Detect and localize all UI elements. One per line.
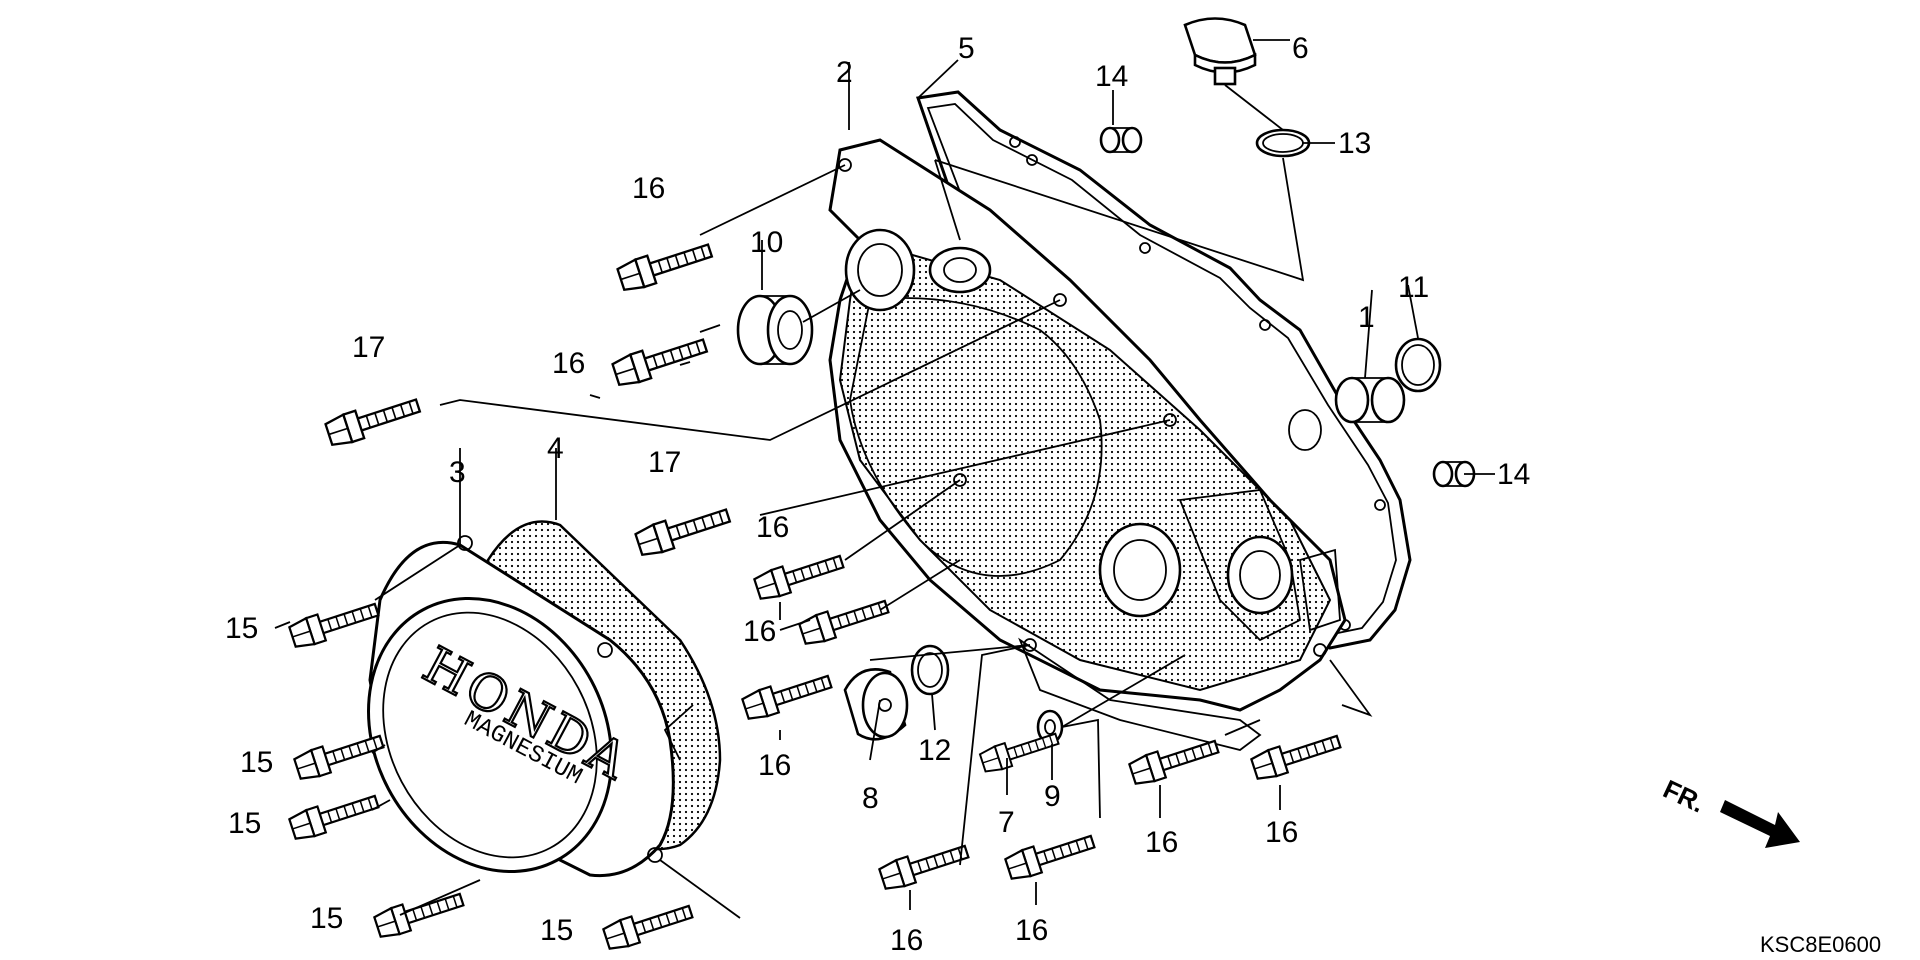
bolt-16-c — [752, 547, 847, 603]
label-16-b: 16 — [552, 347, 585, 380]
bolt-17-b — [633, 500, 734, 560]
oil-seal-10 — [736, 294, 814, 366]
filler-cap-6 — [1183, 17, 1257, 86]
svg-text:FR.: FR. — [1659, 774, 1710, 819]
bolt-16-d — [797, 592, 892, 648]
bolt-16-b — [610, 330, 711, 390]
drain-plug-8 — [843, 668, 909, 741]
front-direction-arrow: FR. — [1659, 774, 1800, 848]
clutch-cover-2 — [828, 138, 1347, 751]
label-15-e: 15 — [540, 914, 573, 947]
label-16-g: 16 — [1015, 914, 1048, 947]
dowel-pin-14-top — [1099, 126, 1143, 154]
bolt-17-a — [323, 390, 424, 450]
label-4: 4 — [547, 432, 564, 465]
bolt-15-c — [287, 787, 382, 843]
label-16-c: 16 — [756, 511, 789, 544]
bolt-15-a — [287, 595, 382, 651]
label-16-i: 16 — [1265, 816, 1298, 849]
label-8: 8 — [862, 782, 879, 815]
diagram-code: KSC8E0600 — [1760, 932, 1881, 957]
label-15-b: 15 — [240, 746, 273, 779]
label-10: 10 — [750, 226, 783, 259]
bolt-15-d — [372, 885, 467, 941]
label-5: 5 — [958, 32, 975, 65]
ignition-cover-3: HONDA MAGNESIUM — [367, 535, 675, 878]
o-ring-11 — [1394, 337, 1442, 393]
label-9: 9 — [1044, 780, 1061, 813]
part-labels: 1 2 3 4 5 6 7 8 9 10 11 12 13 14 14 15 1… — [225, 32, 1881, 957]
collar-1 — [1334, 376, 1406, 424]
label-17-a: 17 — [352, 331, 385, 364]
label-15-c: 15 — [228, 807, 261, 840]
label-1: 1 — [1358, 301, 1375, 334]
label-14-top: 14 — [1095, 60, 1128, 93]
bolt-16-a — [615, 235, 716, 295]
label-16-d: 16 — [743, 615, 776, 648]
bolt-15-e — [601, 897, 696, 953]
bolt-16-e — [740, 667, 835, 723]
label-16-h: 16 — [1145, 826, 1178, 859]
label-3: 3 — [449, 456, 466, 489]
label-12: 12 — [918, 734, 951, 767]
label-15-d: 15 — [310, 902, 343, 935]
label-17-b: 17 — [648, 446, 681, 479]
label-16-e: 16 — [758, 749, 791, 782]
label-6: 6 — [1292, 32, 1309, 65]
bolt-16-g — [1003, 827, 1098, 883]
label-2: 2 — [836, 56, 853, 89]
bolt-16-f — [877, 837, 972, 893]
label-11: 11 — [1398, 271, 1429, 304]
leader-lines — [274, 39, 1495, 919]
label-14-right: 14 — [1497, 458, 1530, 491]
label-13: 13 — [1338, 127, 1371, 160]
bolt-16-i — [1249, 727, 1344, 783]
label-7: 7 — [998, 806, 1015, 839]
label-15-a: 15 — [225, 612, 258, 645]
label-16-f: 16 — [890, 924, 923, 957]
label-16-a: 16 — [632, 172, 665, 205]
